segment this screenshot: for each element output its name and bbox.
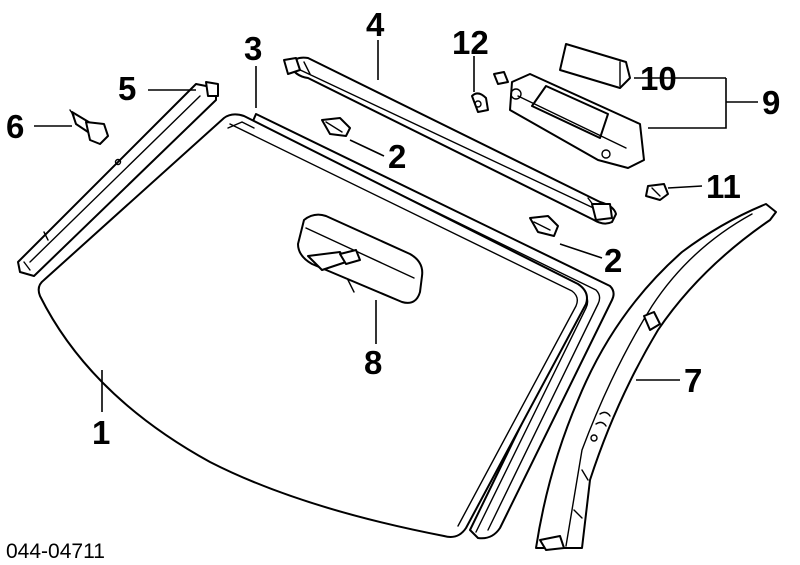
callout-molding: 3 <box>244 30 262 67</box>
diagram-id-label: 044-04711 <box>6 540 105 563</box>
visor-extension <box>559 43 631 89</box>
leader-lines <box>34 40 758 412</box>
callout-header-rail: 4 <box>366 6 385 43</box>
push-fastener <box>69 109 109 145</box>
callout-pillar-trim: 5 <box>118 70 136 107</box>
callout-visor-assembly: 9 <box>762 84 780 121</box>
rear-view-mirror <box>297 213 424 304</box>
pillar-trim-strip <box>17 81 219 277</box>
visor-holder <box>645 183 669 201</box>
callout-visor-holder: 11 <box>706 168 741 205</box>
callout-labels: 1 2 2 3 4 5 6 7 8 9 10 11 12 <box>6 6 780 451</box>
a-pillar-trim <box>535 203 777 551</box>
callout-clip-left: 2 <box>388 138 406 175</box>
callout-fastener: 6 <box>6 108 24 145</box>
callout-clip-right: 2 <box>604 242 622 279</box>
windshield-glass <box>37 113 588 538</box>
visor-screw <box>471 92 489 113</box>
clip-right-part <box>529 215 559 237</box>
leader-9 <box>648 78 758 129</box>
leader-11 <box>667 185 703 189</box>
callout-visor-extension: 10 <box>640 60 677 97</box>
leader-2-right <box>559 243 603 259</box>
sun-visor <box>493 71 645 169</box>
clip-left-part <box>321 117 351 137</box>
callout-visor-screw: 12 <box>452 24 489 61</box>
callout-mirror: 8 <box>364 344 382 381</box>
leader-2-left <box>349 139 385 157</box>
callout-a-pillar: 7 <box>684 362 702 399</box>
roof-header-rail <box>283 56 617 225</box>
callout-windshield: 1 <box>92 414 110 451</box>
